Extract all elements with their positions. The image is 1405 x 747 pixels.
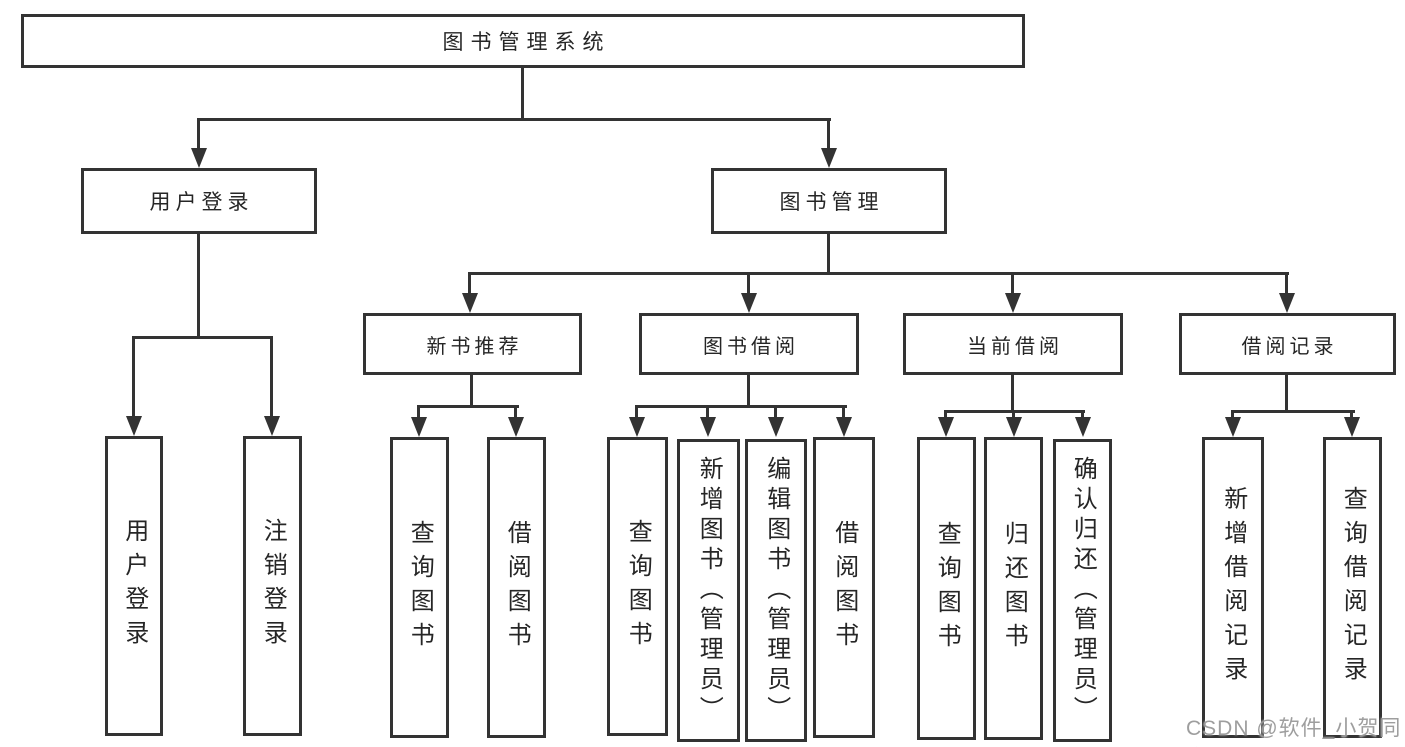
connector-vline [197,234,200,339]
node-leaf-return-books: 归还图书 [984,437,1043,740]
node-label: 图书管理 [779,191,884,214]
node-label: 编辑图书（管理员） [762,455,790,726]
node-label: 确认归还（管理员） [1069,455,1097,726]
node-leaf-query-books-recommend: 查询图书 [390,437,449,738]
node-library-management-system: 图书管理系统 [21,14,1025,68]
arrowhead [411,417,427,437]
arrowhead [191,148,207,168]
connector-vline [774,405,777,419]
node-label: 查询图书 [933,520,961,657]
arrowhead [741,293,757,313]
arrowhead [1075,417,1091,437]
node-leaf-logout: 注销登录 [243,436,302,736]
node-label: 新书推荐 [426,335,523,358]
watermark-text: CSDN @软件_小贺同学 [1186,717,1402,740]
connector-vline [747,272,750,295]
arrowhead [938,417,954,437]
node-label: 查询借阅记录 [1339,485,1367,690]
connector-vline [1081,410,1084,419]
node-label: 用户登录 [149,191,254,214]
node-leaf-query-books-current: 查询图书 [917,437,976,740]
connector-vline [827,118,830,152]
connector-vline [827,234,830,275]
arrowhead [264,416,280,436]
arrowhead [700,417,716,437]
connector-vline [842,405,845,419]
node-current-borrowing: 当前借阅 [903,313,1123,375]
node-label: 归还图书 [1000,520,1028,657]
connector-vline [944,410,947,419]
arrowhead [768,417,784,437]
node-leaf-borrow-books: 借阅图书 [813,437,875,738]
arrowhead [508,417,524,437]
connector-vline [417,405,420,419]
arrowhead [821,148,837,168]
node-label: 查询图书 [624,518,652,655]
arrowhead [126,416,142,436]
node-label: 借阅图书 [503,519,531,656]
node-label: 新增借阅记录 [1219,485,1247,690]
connector-vline [270,336,273,420]
node-borrowing-records: 借阅记录 [1179,313,1396,375]
node-new-book-recommend: 新书推荐 [363,313,582,375]
connector-hline [417,405,519,408]
node-book-management: 图书管理 [711,168,947,234]
connector-vline [1285,272,1288,295]
connector-vline [197,118,200,152]
connector-vline [1011,272,1014,295]
connector-hline [132,336,273,339]
node-user-login: 用户登录 [81,168,317,234]
node-leaf-edit-books-admin: 编辑图书（管理员） [745,439,807,742]
arrowhead [629,417,645,437]
node-label: 当前借阅 [967,335,1063,358]
connector-vline [635,405,638,419]
node-label: 新增图书（管理员） [695,455,723,726]
arrowhead [1279,293,1295,313]
node-leaf-user-login: 用户登录 [105,436,163,736]
connector-vline [521,68,524,120]
connector-hline [197,118,831,121]
node-leaf-query-books-borrowing: 查询图书 [607,437,668,736]
connector-vline [1285,375,1288,413]
node-leaf-query-borrow-record: 查询借阅记录 [1323,437,1382,738]
node-leaf-add-borrow-record: 新增借阅记录 [1202,437,1264,738]
node-leaf-add-books-admin: 新增图书（管理员） [677,439,740,742]
connector-vline [470,375,473,408]
node-label: 图书管理系统 [442,31,611,54]
connector-vline [514,405,517,419]
node-label: 查询图书 [406,519,434,656]
connector-vline [1011,375,1014,413]
connector-hline [1231,410,1355,413]
arrowhead [1344,417,1360,437]
node-label: 借阅图书 [830,519,858,656]
connector-hline [468,272,1289,275]
connector-vline [1012,410,1015,419]
node-label: 用户登录 [120,518,148,654]
node-label: 借阅记录 [1241,335,1338,358]
arrowhead [836,417,852,437]
connector-vline [747,375,750,408]
connector-vline [468,272,471,295]
node-book-borrowing: 图书借阅 [639,313,859,375]
arrowhead [1225,417,1241,437]
connector-vline [1231,410,1234,419]
connector-hline [635,405,847,408]
connector-vline [132,336,135,420]
node-leaf-confirm-return-admin: 确认归还（管理员） [1053,439,1112,742]
arrowhead [1006,417,1022,437]
connector-vline [706,405,709,419]
arrowhead [1005,293,1021,313]
arrowhead [462,293,478,313]
node-label: 图书借阅 [703,335,799,358]
node-label: 注销登录 [259,518,287,654]
node-leaf-borrow-books-recommend: 借阅图书 [487,437,546,738]
connector-vline [1350,410,1353,419]
